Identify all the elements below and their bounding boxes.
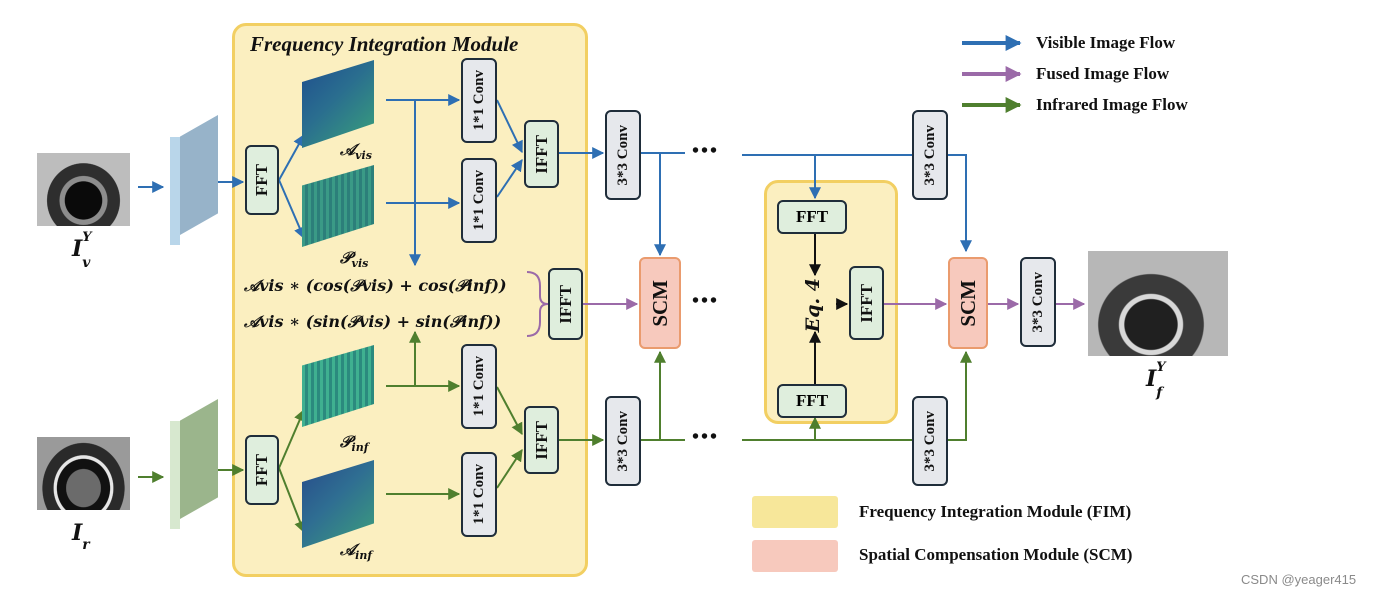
legend-scm-swatch xyxy=(752,540,838,572)
legend-scm-label: Spatial Compensation Module (SCM) xyxy=(859,545,1133,564)
conv1-block-phase-vis: 1*1 Conv xyxy=(461,158,497,243)
legend-infrared-flow: Infrared Image Flow xyxy=(1036,95,1188,114)
label-phase-vis: 𝒫vis xyxy=(340,248,369,271)
watermark: CSDN @yeager415 xyxy=(1241,572,1357,587)
conv1-block-phase-inf: 1*1 Conv xyxy=(461,344,497,429)
legend-fim-swatch xyxy=(752,496,838,528)
conv3-block-visible-2: 3*3 Conv xyxy=(912,110,948,200)
ifft-block-eq: IFFT xyxy=(849,266,884,340)
fft-block-infrared: FFT xyxy=(245,435,279,505)
formula-cos: 𝒜vis ∗ (cos(𝒫vis) + cos(𝒫inf)) xyxy=(244,276,507,295)
legend-fim-label: Frequency Integration Module (FIM) xyxy=(859,502,1132,521)
conv3-block-visible-1: 3*3 Conv xyxy=(605,110,641,200)
fused-output-image xyxy=(1088,251,1228,356)
fft-block-eq-top: FFT xyxy=(777,200,847,234)
fft-block-visible: FFT xyxy=(245,145,279,215)
visible-input-image xyxy=(37,153,130,226)
fim-title: Frequency Integration Module xyxy=(250,32,519,56)
ifft-block-fused: IFFT xyxy=(548,268,583,340)
fim-container-main xyxy=(232,23,588,577)
infrared-feature-map xyxy=(170,399,218,529)
conv3-block-infrared-2: 3*3 Conv xyxy=(912,396,948,486)
infrared-input-image xyxy=(37,437,130,510)
legend-fused-flow: Fused Image Flow xyxy=(1036,64,1170,83)
conv1-block-amp-inf: 1*1 Conv xyxy=(461,452,497,537)
ifft-block-infrared: IFFT xyxy=(524,406,559,474)
conv3-block-output: 3*3 Conv xyxy=(1020,257,1056,347)
scm-block-1: SCM xyxy=(639,257,681,349)
label-phase-inf: 𝒫inf xyxy=(340,432,369,455)
fft-block-eq-bottom: FFT xyxy=(777,384,847,418)
ellipsis-fused: ••• xyxy=(692,290,720,312)
label-amp-inf: 𝒜inf xyxy=(340,540,373,563)
ifft-block-visible: IFFT xyxy=(524,120,559,188)
visible-feature-map xyxy=(170,115,218,245)
conv1-block-amp-vis: 1*1 Conv xyxy=(461,58,497,143)
eq4-label: Eq. 4 xyxy=(802,278,824,333)
conv3-block-infrared-1: 3*3 Conv xyxy=(605,396,641,486)
legend-visible-flow: Visible Image Flow xyxy=(1036,33,1176,52)
ellipsis-infrared: ••• xyxy=(692,426,720,448)
ellipsis-visible: ••• xyxy=(692,140,720,162)
scm-block-2: SCM xyxy=(948,257,988,349)
label-infrared-input: Ir xyxy=(72,520,90,554)
label-amp-vis: 𝒜vis xyxy=(340,140,372,163)
formula-sin: 𝒜vis ∗ (sin(𝒫vis) + sin(𝒫inf)) xyxy=(244,312,502,331)
